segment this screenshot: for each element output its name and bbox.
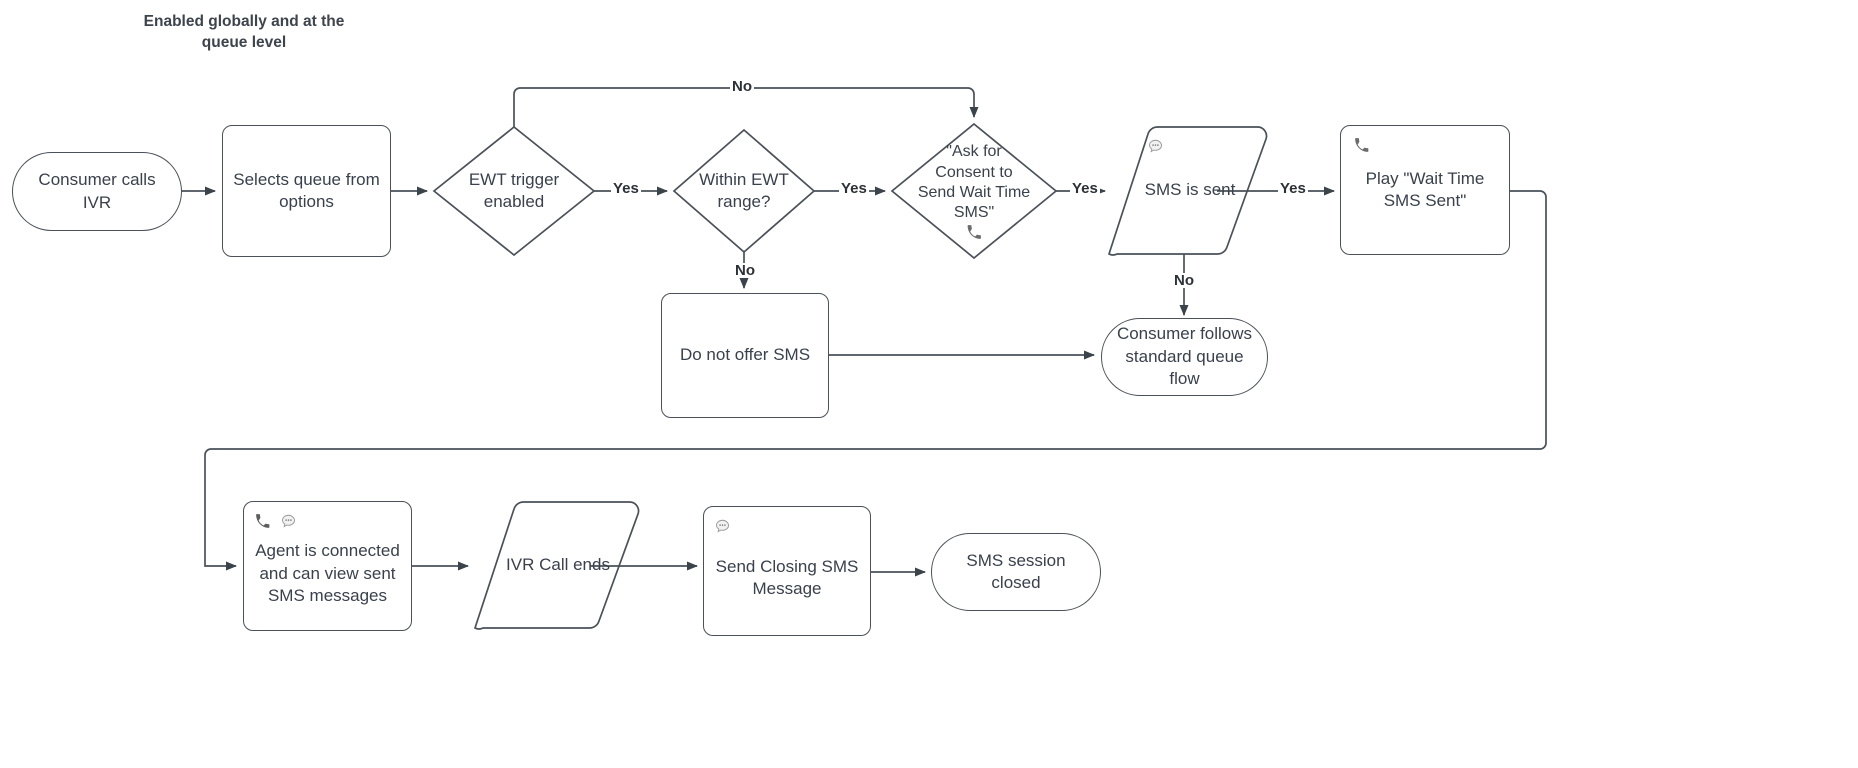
node-label: EWT trigger enabled <box>468 169 560 211</box>
node-icon-group <box>714 518 731 535</box>
chat-icon <box>716 519 729 533</box>
edge-label-yes-consent: Yes <box>1070 180 1100 197</box>
node-label: IVR Call ends <box>506 555 610 575</box>
node-label: Do not offer SMS <box>679 345 811 365</box>
edge-label-no-sms-sent: No <box>1172 272 1196 289</box>
chat-icon <box>282 514 295 528</box>
node-ask-for-consent[interactable]: "Ask for Consent to Send Wait Time SMS" <box>892 124 1056 258</box>
edge-label-yes-within-range: Yes <box>839 180 869 197</box>
phone-icon <box>1355 138 1369 152</box>
node-selects-queue[interactable]: Selects queue from options <box>222 125 391 257</box>
node-within-ewt-range[interactable]: Within EWT range? <box>674 130 814 252</box>
node-label: SMS session closed <box>966 550 1066 592</box>
node-ewt-trigger-enabled[interactable]: EWT trigger enabled <box>434 127 594 255</box>
node-label: SMS is sent <box>1144 180 1236 200</box>
node-label: Play "Wait Time SMS Sent" <box>1365 168 1485 210</box>
node-label: Within EWT range? <box>699 169 789 211</box>
node-label: Consumer calls IVR <box>38 170 156 212</box>
node-label: "Ask for Consent to Send Wait Time SMS" <box>917 143 1031 222</box>
diagram-title: Enabled globally and at the queue level <box>143 13 345 51</box>
phone-icon <box>256 514 270 528</box>
node-icon-group <box>1353 137 1370 154</box>
phone-icon <box>967 225 981 239</box>
node-label: Selects queue from options <box>233 169 380 211</box>
node-sms-is-sent[interactable]: SMS is sent <box>1109 127 1267 254</box>
node-consumer-follows-queue[interactable]: Consumer follows standard queue flow <box>1101 318 1268 396</box>
node-send-closing-sms[interactable]: Send Closing SMS Message <box>703 506 871 636</box>
node-label: Send Closing SMS Message <box>715 556 859 598</box>
edge-label-no-within-range: No <box>733 262 757 279</box>
node-sms-session-closed[interactable]: SMS session closed <box>931 533 1101 611</box>
node-do-not-offer-sms[interactable]: Do not offer SMS <box>661 293 829 418</box>
node-agent-connected[interactable]: Agent is connected and can view sent SMS… <box>243 501 412 631</box>
node-icon-group <box>254 513 297 530</box>
node-icon-group <box>966 224 983 241</box>
node-label: Consumer follows standard queue flow <box>1116 324 1253 389</box>
edge-label-no-ewt-trigger: No <box>730 78 754 95</box>
edge-label-yes-sms-sent: Yes <box>1278 180 1308 197</box>
node-play-wait-time-sms-sent[interactable]: Play "Wait Time SMS Sent" <box>1340 125 1510 255</box>
node-label: Agent is connected and can view sent SMS… <box>255 541 400 606</box>
node-ivr-call-ends[interactable]: IVR Call ends <box>475 502 639 629</box>
node-consumer-calls-ivr[interactable]: Consumer calls IVR <box>12 152 182 231</box>
chat-icon <box>1149 139 1162 153</box>
edge-label-yes-ewt-trigger: Yes <box>611 180 641 197</box>
node-icon-group <box>1147 138 1164 155</box>
